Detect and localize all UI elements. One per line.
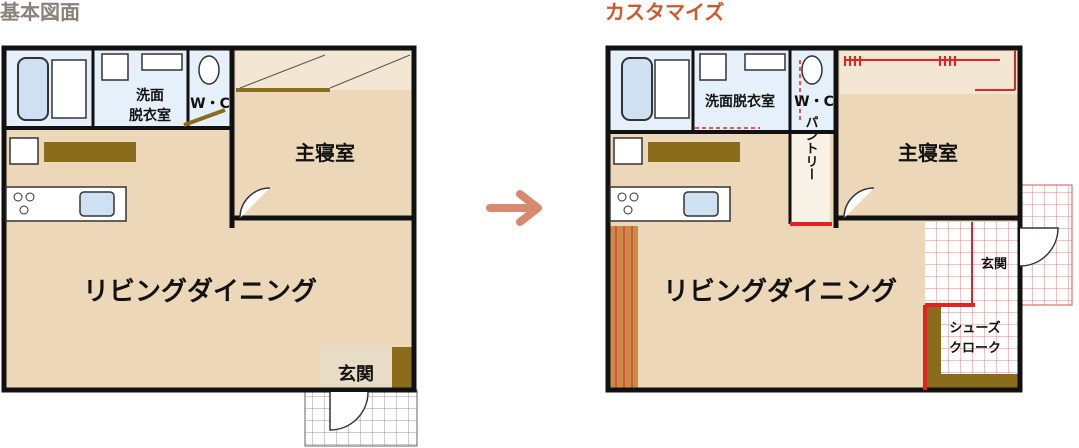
basic-living-label: リビングダイニング (83, 276, 317, 307)
custom-sink-icon (744, 53, 786, 71)
custom-entrance-door (1019, 227, 1059, 267)
basic-entrance-storage (392, 347, 412, 389)
custom-plan: 洗面脱衣室 W・C パントリー 主寝室 玄関 リビングダイニング シューズ クロ… (605, 45, 1073, 393)
custom-bedroom-label: 主寝室 (898, 141, 958, 165)
custom-kitchen-shelf (648, 142, 740, 162)
custom-closet-red (844, 56, 1000, 66)
basic-bedroom-wall (229, 48, 414, 228)
custom-stove-icon (623, 205, 633, 215)
custom-partitions (691, 48, 792, 224)
basic-wc-label: W・C (190, 96, 230, 112)
custom-outer-wall (605, 45, 1023, 393)
basic-washer-icon (101, 53, 129, 81)
custom-shoes-label-2: クローク (949, 341, 1001, 356)
custom-bedroom-wall (833, 48, 1020, 228)
basic-washroom-label-2: 脱衣室 (129, 107, 171, 124)
custom-pantry-label: パントリー (803, 116, 819, 181)
basic-stove-icon (25, 192, 35, 202)
custom-pantry-area (790, 132, 830, 224)
custom-stove-icon (617, 192, 627, 202)
basic-sink-icon (141, 53, 183, 71)
basic-plan-title: 基本図面 (0, 0, 80, 24)
basic-partitions (91, 48, 190, 128)
custom-living-storage-lines (615, 226, 633, 390)
basic-shower-icon (51, 59, 87, 119)
custom-entrance-label: 玄関 (981, 256, 1007, 272)
basic-entrance-label: 玄関 (338, 363, 374, 385)
basic-fridge-icon (9, 137, 39, 165)
custom-plan-title: カスタマイズ (605, 0, 725, 24)
basic-toilet-icon (198, 55, 220, 85)
custom-bedroom-door (843, 187, 875, 219)
custom-closet-corner (975, 50, 1016, 91)
basic-closet-lines (239, 54, 411, 89)
basic-washroom-label-1: 洗面 (136, 87, 164, 104)
custom-shoes-wall (923, 303, 975, 390)
custom-stove-icon (629, 192, 639, 202)
custom-washer-icon (699, 53, 727, 81)
custom-kitchen-sink-icon (683, 191, 719, 217)
custom-bathtub-icon (621, 57, 653, 121)
basic-wc-door (183, 108, 226, 127)
basic-bedroom-label: 主寝室 (295, 141, 355, 165)
custom-living-label: リビングダイニング (663, 276, 897, 307)
custom-shoes-label-1: シューズ (949, 320, 1000, 336)
custom-wc-label: W・C (794, 94, 834, 110)
transform-arrow-icon (486, 190, 542, 226)
custom-shoes-storage (925, 305, 941, 390)
custom-fridge-icon (613, 137, 643, 165)
basic-plan: 洗面 脱衣室 W・C 主寝室 リビングダイニング 玄関 (1, 45, 418, 447)
basic-bedroom-door (239, 187, 271, 219)
custom-shoes-storage-bottom (925, 374, 1020, 390)
basic-entrance-door (329, 391, 369, 431)
basic-bedroom-closet (236, 50, 412, 90)
basic-bathtub-icon (17, 57, 49, 121)
custom-shower-icon (654, 59, 690, 119)
basic-kitchen-sink-icon (79, 191, 115, 217)
custom-washroom-label: 洗面脱衣室 (705, 93, 775, 110)
basic-stove-icon (19, 205, 29, 215)
basic-kitchen-shelf (44, 142, 136, 162)
basic-outer-wall (1, 45, 417, 393)
custom-bedroom-closet (840, 50, 1018, 94)
basic-stove-icon (13, 192, 23, 202)
custom-toilet-icon (801, 55, 823, 85)
basic-entrance-tile (304, 389, 418, 447)
